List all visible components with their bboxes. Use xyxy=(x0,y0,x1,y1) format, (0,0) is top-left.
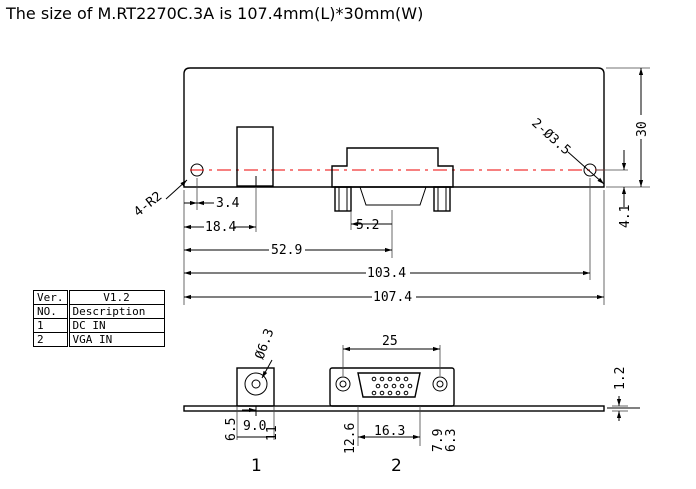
dim-4-1-label: 4.1 xyxy=(618,205,633,228)
drawing-title: The size of M.RT2270C.3A is 107.4mm(L)*3… xyxy=(6,4,424,23)
dim-107-4-label: 107.4 xyxy=(373,290,412,305)
vga-connector-front xyxy=(329,367,455,407)
dim-5-2-label: 5.2 xyxy=(356,218,379,233)
dim-18-4-label: 18.4 xyxy=(205,220,236,235)
vga-pins xyxy=(371,376,413,396)
legend-row-desc: VGA IN xyxy=(66,332,165,347)
dim-7-9-label: 7.9 xyxy=(431,429,446,452)
legend-row-desc: DC IN xyxy=(66,318,165,333)
dc-jack-front xyxy=(236,367,275,416)
view-label-dc: 1 xyxy=(251,456,262,476)
dim-12-6-label: 12.6 xyxy=(343,423,358,454)
revision-legend-table: Ver. V1.2 NO. Description 1 DC IN 2 VGA … xyxy=(33,290,165,347)
plate-outline xyxy=(183,67,605,188)
legend-row: 2 VGA IN xyxy=(33,332,165,347)
dim-9-0-label: 9.0 xyxy=(243,419,266,434)
view-label-vga: 2 xyxy=(391,456,402,476)
dim-16-3-label: 16.3 xyxy=(374,424,405,439)
dim-6-5-label: 6.5 xyxy=(224,418,239,441)
legend-header-no: NO. xyxy=(33,304,69,319)
front-view: Ø6.3 9.0 6.5 11 1 25 xyxy=(183,327,640,476)
dim-103-4-label: 103.4 xyxy=(367,266,406,281)
legend-row-no: 2 xyxy=(33,332,69,347)
legend-ver-value: V1.2 xyxy=(66,290,165,305)
dim-dc-dia-label: Ø6.3 xyxy=(253,327,278,362)
legend-ver-label: Ver. xyxy=(33,290,69,305)
dim-3-4-label: 3.4 xyxy=(216,196,240,211)
corner-radius-label: 4-R2 xyxy=(131,189,165,220)
dim-52-9-label: 52.9 xyxy=(271,243,302,258)
legend-row: 1 DC IN xyxy=(33,318,165,333)
dim-6-3-label: 6.3 xyxy=(444,429,459,452)
dc-jack-top xyxy=(236,126,274,187)
legend-row-no: 1 xyxy=(33,318,69,333)
hole-callout-label: 2-Ø3.5 xyxy=(528,116,573,159)
vga-connector-top xyxy=(331,147,454,212)
dim-25-label: 25 xyxy=(382,334,398,349)
dim-11-label: 11 xyxy=(265,425,280,441)
top-view: 3.4 18.4 52.9 103.4 107.4 5.2 30 4.1 4-R… xyxy=(131,67,650,305)
dim-1-2-label: 1.2 xyxy=(613,367,628,390)
dim-30-label: 30 xyxy=(635,121,650,137)
legend-header-desc: Description xyxy=(66,304,165,319)
